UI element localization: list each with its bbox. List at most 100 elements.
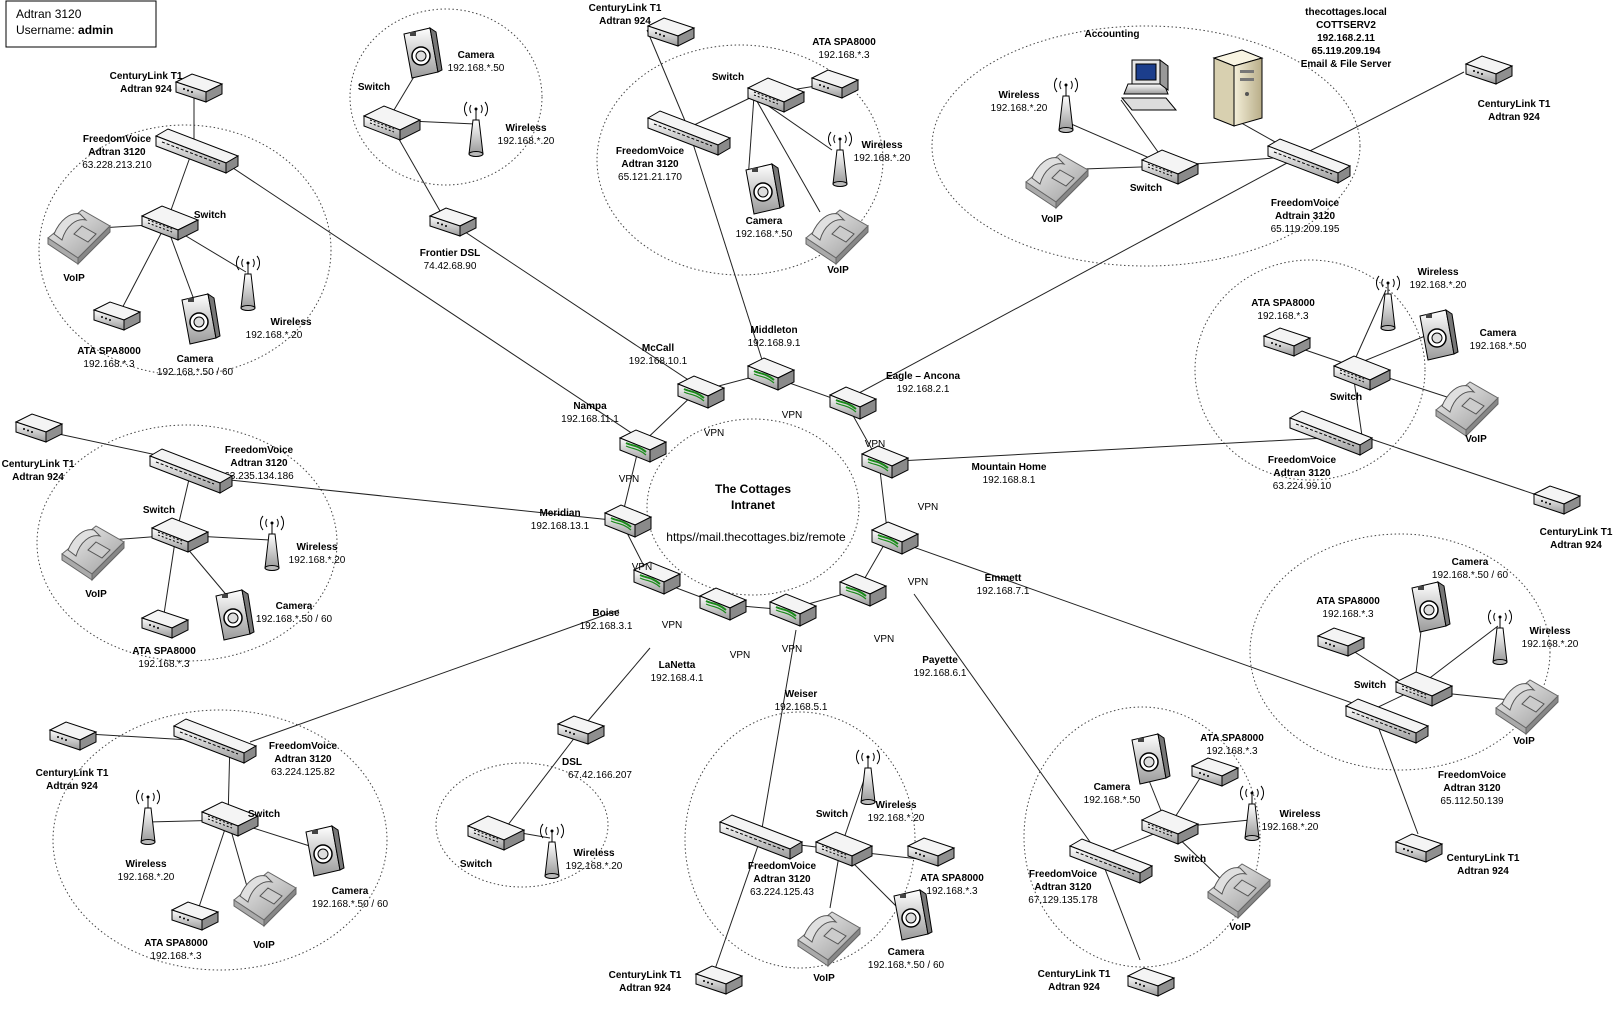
device-ip: 67.129.135.178	[1028, 895, 1098, 906]
device-label: FreedomVoice	[225, 445, 294, 456]
device-label: VoIP	[813, 973, 835, 984]
vpn-label: VPN	[662, 620, 683, 631]
wireless-ap-icon	[235, 255, 261, 311]
hub-name: Weiser	[785, 689, 818, 700]
device-label: Adtran 924	[1488, 112, 1540, 123]
freedomvoice-router-icon	[173, 718, 257, 764]
ata-icon	[1191, 757, 1239, 787]
server-icon	[1213, 49, 1263, 127]
vpn-label: VPN	[908, 577, 929, 588]
camera-icon	[1419, 309, 1459, 361]
site-mccall-devices: Camera 192.168.*.50 Switch Wireless 192.…	[358, 27, 555, 272]
intranet-url: https//mail.thecottages.biz/remote	[666, 530, 846, 544]
hub-ip: 192.168.10.1	[629, 356, 688, 367]
device-label: Switch	[1330, 392, 1362, 403]
device-ip: 192.168.*.3	[818, 50, 870, 61]
device-label: Switch	[816, 809, 848, 820]
voip-phone-icon	[47, 209, 111, 265]
device-label: FreedomVoice	[1438, 770, 1507, 781]
camera-icon	[215, 589, 255, 641]
device-label: Adtran 3120	[88, 147, 146, 158]
device-label: Adtran 3120	[1273, 468, 1331, 479]
device-label: CenturyLink T1	[609, 970, 682, 981]
ata-icon	[1317, 627, 1365, 657]
device-label: VoIP	[827, 265, 849, 276]
wireless-ap-icon	[1487, 609, 1513, 665]
device-label: FreedomVoice	[1268, 455, 1337, 466]
wireless-ap-icon	[855, 749, 881, 805]
vpn-label: VPN	[730, 650, 751, 661]
vpn-label: VPN	[632, 562, 653, 573]
vpn-nampa-icon	[619, 429, 667, 463]
device-label: Camera	[276, 601, 313, 612]
switch-icon	[1333, 355, 1391, 391]
ata-icon	[1263, 327, 1311, 357]
device-ip: 192.168.*.50 / 60	[157, 367, 234, 378]
site-lanetta-devices: DSL 67.42.166.207 Switch Wireless 192.16…	[460, 715, 632, 879]
ata-icon	[141, 609, 189, 639]
intranet-center: The Cottages Intranet https//mail.thecot…	[666, 482, 846, 544]
vpn-label: VPN	[704, 428, 725, 439]
device-ip: 192.168.*.50	[736, 229, 793, 240]
device-label: FreedomVoice	[1271, 198, 1340, 209]
device-label: Switch	[1174, 854, 1206, 865]
camera-icon	[1131, 733, 1171, 785]
device-label: CenturyLink T1	[36, 768, 109, 779]
device-label: Camera	[1480, 328, 1517, 339]
freedomvoice-router-icon	[155, 128, 239, 174]
device-label: CenturyLink T1	[2, 459, 75, 470]
device-label: Switch	[248, 809, 280, 820]
device-label: Wireless	[505, 123, 546, 134]
site-payette	[1023, 706, 1261, 968]
site-lanetta	[435, 762, 609, 888]
device-name: Adtran 3120	[16, 7, 82, 21]
site-emmett-devices: Camera 192.168.*.50 / 60 ATA SPA8000 192…	[1316, 557, 1579, 877]
device-ip: 192.168.*.20	[854, 153, 911, 164]
vpn-lanetta-icon	[699, 587, 747, 621]
site-mccall	[349, 8, 543, 186]
device-label: Adtran 924	[46, 781, 98, 792]
camera-icon	[893, 889, 933, 941]
switch-icon	[467, 815, 525, 851]
switch-icon	[151, 517, 209, 553]
vpn-label: VPN	[865, 439, 886, 450]
camera-icon	[403, 27, 443, 79]
device-label: VoIP	[253, 940, 275, 951]
voip-phone-icon	[1435, 381, 1499, 437]
server-lan-ip: 192.168.2.11	[1317, 33, 1375, 44]
device-label: Camera	[888, 947, 925, 958]
device-label: Switch	[194, 210, 226, 221]
device-label: Camera	[332, 886, 369, 897]
vpn-payette-icon	[839, 573, 887, 607]
wireless-ap-icon	[463, 101, 489, 157]
device-label: Adtran 3120	[230, 458, 288, 469]
device-label: CenturyLink T1	[1540, 527, 1613, 538]
voip-phone-icon	[797, 911, 861, 967]
device-label: ATA SPA8000	[1316, 596, 1380, 607]
freedomvoice-router-icon	[1267, 138, 1351, 184]
switch-icon	[815, 831, 873, 867]
switch-icon	[363, 105, 421, 141]
wireless-ap-icon	[135, 789, 161, 845]
camera-icon	[745, 163, 785, 215]
switch-icon	[141, 205, 199, 241]
device-ip: 192.168.*.20	[566, 861, 623, 872]
site-nampa-devices: CenturyLink T1 Adtran 924 FreedomVoice A…	[47, 71, 312, 378]
device-label: ATA SPA8000	[1251, 298, 1315, 309]
ata-icon	[171, 901, 219, 931]
centurylink-modem-icon	[1533, 485, 1581, 515]
device-label: VoIP	[1465, 434, 1487, 445]
device-label: Wireless	[573, 848, 614, 859]
intranet-title: The Cottages	[715, 482, 791, 496]
hub-name: Meridian	[539, 508, 580, 519]
vpn-eagle-icon	[829, 386, 877, 420]
device-ip: 192.168.*.50 / 60	[1432, 570, 1509, 581]
device-label: ATA SPA8000	[77, 346, 141, 357]
device-label: Camera	[458, 50, 495, 61]
device-label: Wireless	[270, 317, 311, 328]
device-label: Switch	[143, 505, 175, 516]
device-label: ATA SPA8000	[1200, 733, 1264, 744]
device-label: ATA SPA8000	[144, 938, 208, 949]
device-label: Adtran 924	[1457, 866, 1509, 877]
